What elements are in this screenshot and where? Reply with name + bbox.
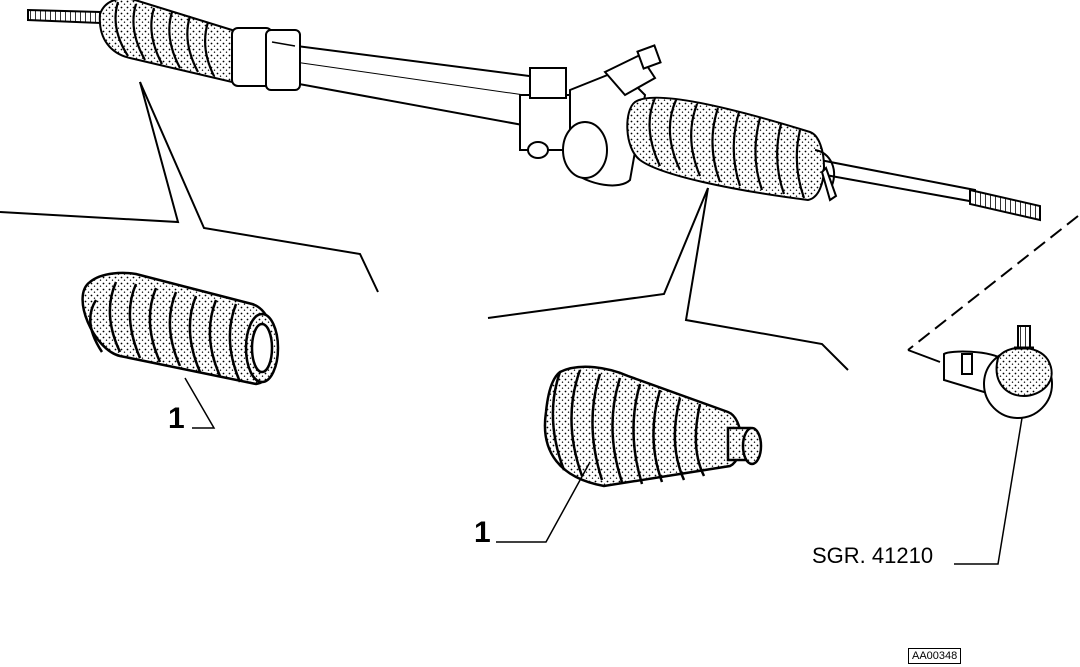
left-boot-part bbox=[81, 271, 280, 386]
center-boot-part bbox=[543, 365, 763, 488]
callout-line-left-boot bbox=[184, 377, 216, 429]
pinion-housing bbox=[519, 44, 662, 187]
rack-right-bellows bbox=[626, 96, 838, 202]
leader-right-bellows-b bbox=[684, 187, 849, 371]
steering-rack-assembly bbox=[27, 0, 1041, 222]
callout-center-boot: 1 bbox=[474, 516, 491, 549]
figure-code: AA00348 bbox=[908, 648, 962, 664]
rack-right-rod bbox=[819, 158, 976, 204]
rack-right-threaded-end bbox=[969, 188, 1041, 222]
rack-left-bellows bbox=[98, 0, 243, 84]
leader-left-bellows bbox=[0, 81, 180, 224]
leader-lines bbox=[0, 81, 1079, 371]
callout-left-boot: 1 bbox=[168, 402, 185, 435]
rack-left-mount-clamp bbox=[231, 27, 301, 91]
callout-tie-rod-end: SGR. 41210 bbox=[812, 543, 934, 568]
leader-tie-rod bbox=[907, 215, 1079, 351]
rack-left-threaded-end bbox=[27, 8, 101, 25]
callout-line-tie-rod bbox=[954, 417, 1023, 565]
tie-rod-end-part bbox=[943, 325, 1053, 419]
leader-right-bellows bbox=[487, 187, 709, 319]
leader-left-bellows-b bbox=[139, 81, 379, 293]
callout-line-center-boot bbox=[496, 461, 591, 543]
